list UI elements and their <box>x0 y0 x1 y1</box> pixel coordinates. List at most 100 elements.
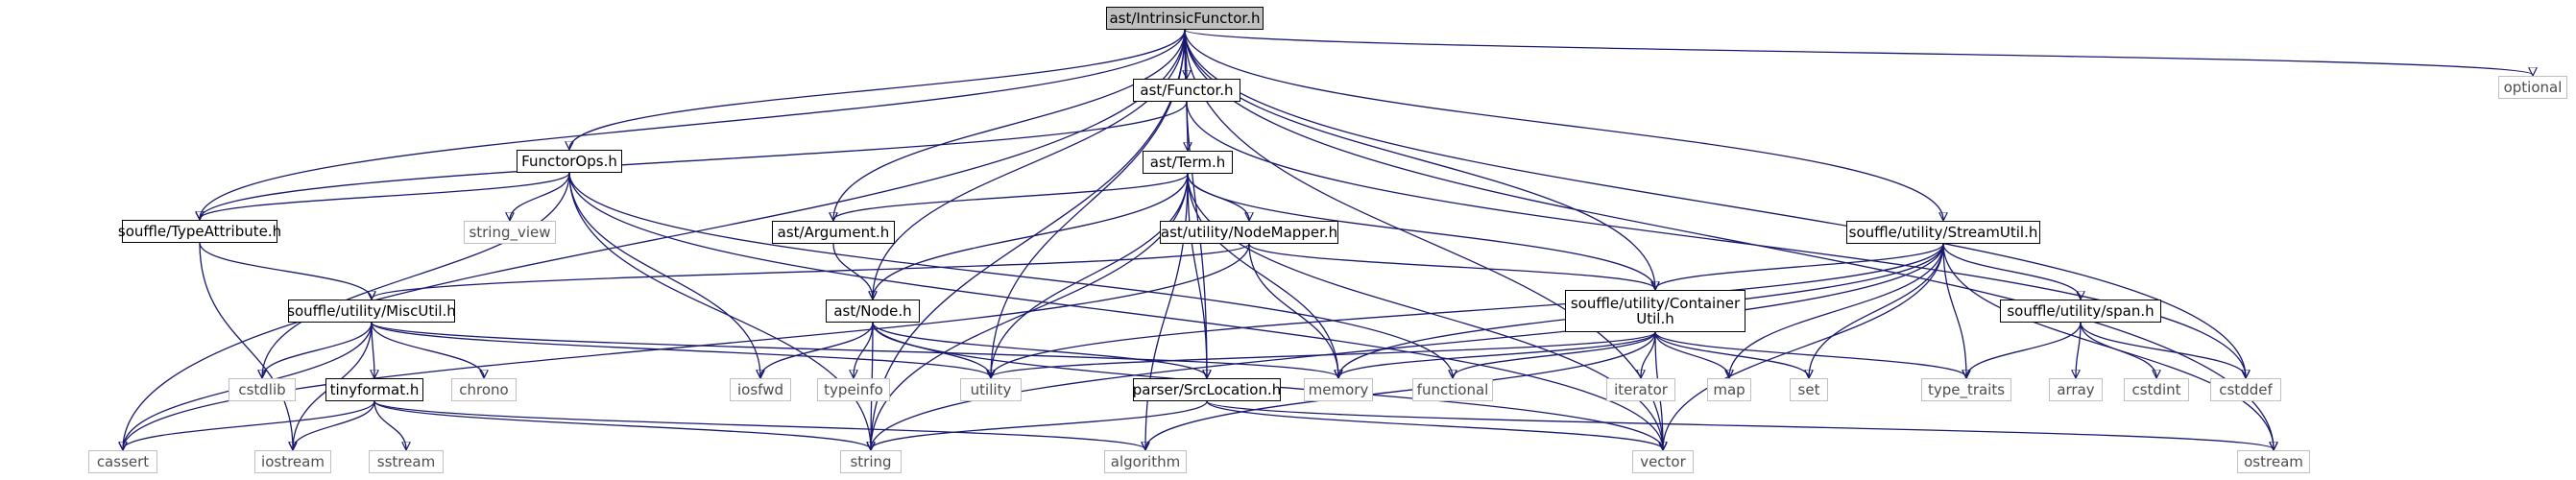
node-iosfwd: iosfwd <box>730 378 791 401</box>
node-src-location[interactable]: parser/SrcLocation.h <box>1133 378 1281 401</box>
node-label: iterator <box>1614 381 1668 398</box>
node-array: array <box>2049 378 2103 401</box>
edge-term-to-ast-node <box>873 173 1189 299</box>
edge-intrinsic-functor-to-cstddef <box>1184 29 2246 377</box>
node-label: vector <box>1640 453 1686 470</box>
node-cstdint: cstdint <box>2124 378 2189 401</box>
node-functional: functional <box>1412 378 1493 401</box>
node-span[interactable]: souffle/utility/span.h <box>2000 300 2161 323</box>
node-string: string <box>840 450 902 473</box>
edge-container-util-to-algorithm <box>1145 331 1656 449</box>
edge-container-util-to-set <box>1654 331 1809 377</box>
edge-stream-util-to-container-util <box>1655 243 1944 289</box>
node-type-attribute[interactable]: souffle/TypeAttribute.h <box>118 220 281 243</box>
node-label: ostream <box>2244 453 2303 470</box>
node-label: souffle/utility/StreamUtil.h <box>1848 224 2038 241</box>
node-intrinsic-functor: ast/IntrinsicFunctor.h <box>1106 7 1264 30</box>
node-label: map <box>1713 381 1745 398</box>
node-argument[interactable]: ast/Argument.h <box>772 221 895 244</box>
node-string-view: string_view <box>464 221 556 244</box>
edge-intrinsic-functor-to-ast-node <box>873 29 1186 299</box>
edge-src-location-to-ostream <box>1206 400 2274 449</box>
node-label-line1: souffle/utility/Container <box>1570 295 1741 312</box>
node-sstream: sstream <box>369 450 444 473</box>
node-cstddef: cstddef <box>2210 378 2281 401</box>
node-label: iosfwd <box>737 381 783 398</box>
edge-stream-util-to-type-traits <box>1942 243 1966 377</box>
edge-intrinsic-functor-to-ostream <box>1184 29 2274 449</box>
edge-intrinsic-functor-to-string <box>871 29 1186 449</box>
node-iterator: iterator <box>1606 378 1675 401</box>
edge-tinyformat-to-cassert <box>123 400 375 449</box>
node-term[interactable]: ast/Term.h <box>1143 151 1233 174</box>
edge-intrinsic-functor-to-argument <box>833 29 1186 220</box>
edge-stream-util-to-vector <box>1663 243 1944 449</box>
node-ast-node[interactable]: ast/Node.h <box>826 300 920 323</box>
edge-term-to-utility <box>991 173 1189 377</box>
node-utility: utility <box>960 378 1022 401</box>
edge-stream-util-to-span <box>1942 243 2081 299</box>
edge-stream-util-to-utility <box>991 243 1944 377</box>
edge-term-to-src-location <box>1187 173 1207 377</box>
node-label: souffle/utility/span.h <box>2007 302 2155 320</box>
edge-type-attribute-to-misc-util <box>199 242 372 299</box>
edge-node-mapper-to-misc-util <box>372 243 1250 299</box>
node-label: functional <box>1416 381 1489 398</box>
edge-src-location-to-vector <box>1206 400 1663 449</box>
edge-intrinsic-functor-to-vector <box>1184 29 1663 449</box>
node-label: ast/Argument.h <box>777 224 890 241</box>
node-stream-util[interactable]: souffle/utility/StreamUtil.h <box>1846 221 2040 244</box>
edge-term-to-argument <box>833 173 1189 220</box>
edge-container-util-to-utility <box>991 331 1656 377</box>
node-label: typeinfo <box>824 381 883 398</box>
edge-intrinsic-functor-to-functor-ops <box>569 29 1186 149</box>
node-label: souffle/TypeAttribute.h <box>117 223 282 240</box>
edge-container-util-to-map <box>1654 331 1729 377</box>
node-vector: vector <box>1632 450 1694 473</box>
node-label: cstdlib <box>238 381 286 398</box>
node-label: tinyformat.h <box>329 381 420 398</box>
edge-term-to-memory <box>1187 173 1338 377</box>
edge-argument-to-ast-node <box>832 243 873 299</box>
node-label: cstdint <box>2131 381 2181 398</box>
node-functor-ops[interactable]: FunctorOps.h <box>517 150 622 173</box>
node-label: optional <box>2503 79 2563 96</box>
edge-container-util-to-type-traits <box>1654 331 1966 377</box>
edge-misc-util-to-memory <box>371 322 1338 377</box>
node-label: utility <box>970 381 1012 398</box>
edge-functor-ops-to-type-attribute <box>200 172 570 219</box>
edge-functor-to-type-attribute <box>200 101 1188 219</box>
node-node-mapper[interactable]: ast/utility/NodeMapper.h <box>1160 221 1338 244</box>
node-label: parser/SrcLocation.h <box>1132 381 1282 398</box>
edge-intrinsic-functor-to-stream-util <box>1184 29 1943 220</box>
edge-tinyformat-to-string <box>373 400 871 449</box>
edge-span-to-type-traits <box>1966 322 2082 377</box>
node-label: ast/Node.h <box>833 302 912 320</box>
node-misc-util[interactable]: souffle/utility/MiscUtil.h <box>287 300 456 323</box>
node-type-traits: type_traits <box>1921 378 2011 401</box>
node-algorithm: algorithm <box>1104 450 1187 473</box>
node-typeinfo: typeinfo <box>817 378 890 401</box>
edge-functor-ops-to-string-view <box>510 172 570 220</box>
edge-misc-util-to-utility <box>371 322 991 377</box>
node-map: map <box>1707 378 1751 401</box>
node-label: memory <box>1308 381 1369 398</box>
node-tinyformat[interactable]: tinyformat.h <box>325 378 423 401</box>
edge-tinyformat-to-sstream <box>373 400 406 449</box>
node-label-line2: Util.h <box>1636 310 1674 327</box>
node-label: ast/utility/NodeMapper.h <box>1160 224 1338 241</box>
edge-node-mapper-to-cassert <box>123 243 1250 449</box>
edge-container-util-to-memory <box>1338 331 1656 377</box>
node-label: ast/IntrinsicFunctor.h <box>1109 10 1261 27</box>
node-functor[interactable]: ast/Functor.h <box>1133 79 1240 102</box>
edge-ast-node-to-iosfwd <box>760 322 874 377</box>
node-label: array <box>2057 381 2095 398</box>
node-cstdlib: cstdlib <box>229 378 296 401</box>
edge-intrinsic-functor-to-type-attribute <box>200 29 1186 219</box>
node-label: set <box>1797 381 1820 398</box>
edge-misc-util-to-chrono <box>371 322 484 377</box>
edge-intrinsic-functor-to-cassert <box>123 29 1186 449</box>
node-label: sstream <box>376 453 436 470</box>
edge-term-to-container-util <box>1187 173 1655 289</box>
